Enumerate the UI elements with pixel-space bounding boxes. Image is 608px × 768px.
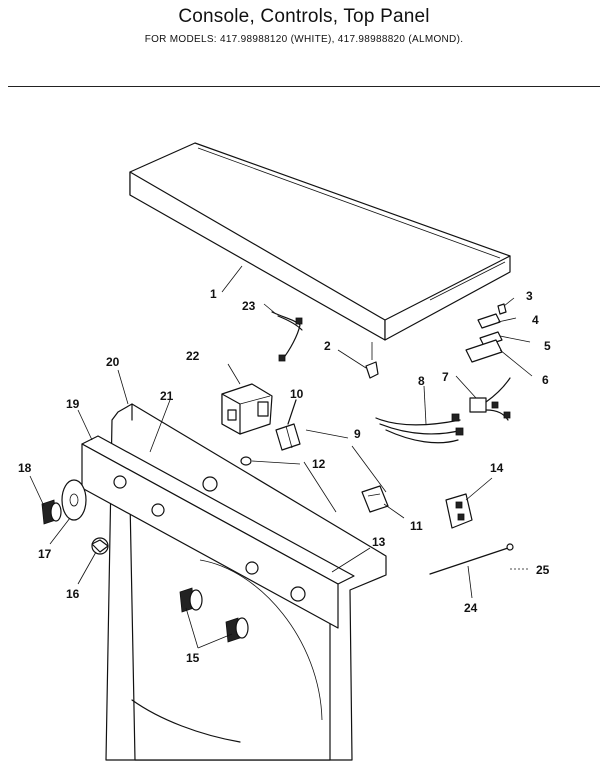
callout-10: 10 [290,387,304,401]
callout-24: 24 [464,601,478,615]
callout-9: 9 [354,427,361,441]
callout-16: 16 [66,587,80,601]
callout-7: 7 [442,370,449,384]
callout-23: 23 [242,299,256,313]
callout-2: 2 [324,339,331,353]
callout-6: 6 [542,373,549,387]
switch-part-10 [275,399,301,451]
callout-numbers: 1 2 3 4 5 6 7 8 9 10 11 12 13 14 15 16 1… [18,287,551,665]
callout-3: 3 [526,289,533,303]
callout-4: 4 [532,313,539,327]
callout-18: 18 [18,461,32,475]
dial-part-17 [61,479,87,521]
console-part-19 [81,435,355,629]
knobs-part-15 [179,587,249,643]
small-parts-3-6 [465,303,507,363]
timer-part-22 [221,383,273,435]
wire-harness-part-7 [469,377,511,421]
terminal-part-14 [445,493,473,529]
callout-22: 22 [186,349,200,363]
page-title: Console, Controls, Top Panel [178,6,430,27]
screw-part-12 [240,456,301,466]
callout-17: 17 [38,547,52,561]
callout-13: 13 [372,535,386,549]
callout-21: 21 [160,389,174,403]
callout-12: 12 [312,457,326,471]
switch-part-11 [361,485,389,513]
sensor-wire-part-24 [429,543,514,575]
header-divider [8,86,600,87]
callout-20: 20 [106,355,120,369]
callout-25: 25 [536,563,550,577]
top-panel-part-1 [129,142,511,341]
clip-part-2 [365,342,379,379]
knob-part-18 [41,499,62,525]
callout-11: 11 [410,519,423,533]
callout-15: 15 [186,651,200,665]
wire-harness-part-8 [375,413,464,444]
callout-1: 1 [210,287,217,301]
callout-8: 8 [418,374,425,388]
models-subtitle: FOR MODELS: 417.98988120 (WHITE), 417.98… [144,34,464,45]
knob-part-16 [91,537,109,555]
callout-19: 19 [66,397,80,411]
wire-harness-part-23 [271,311,303,362]
leader-lines [29,265,533,649]
callout-5: 5 [544,339,551,353]
callout-14: 14 [490,461,504,475]
